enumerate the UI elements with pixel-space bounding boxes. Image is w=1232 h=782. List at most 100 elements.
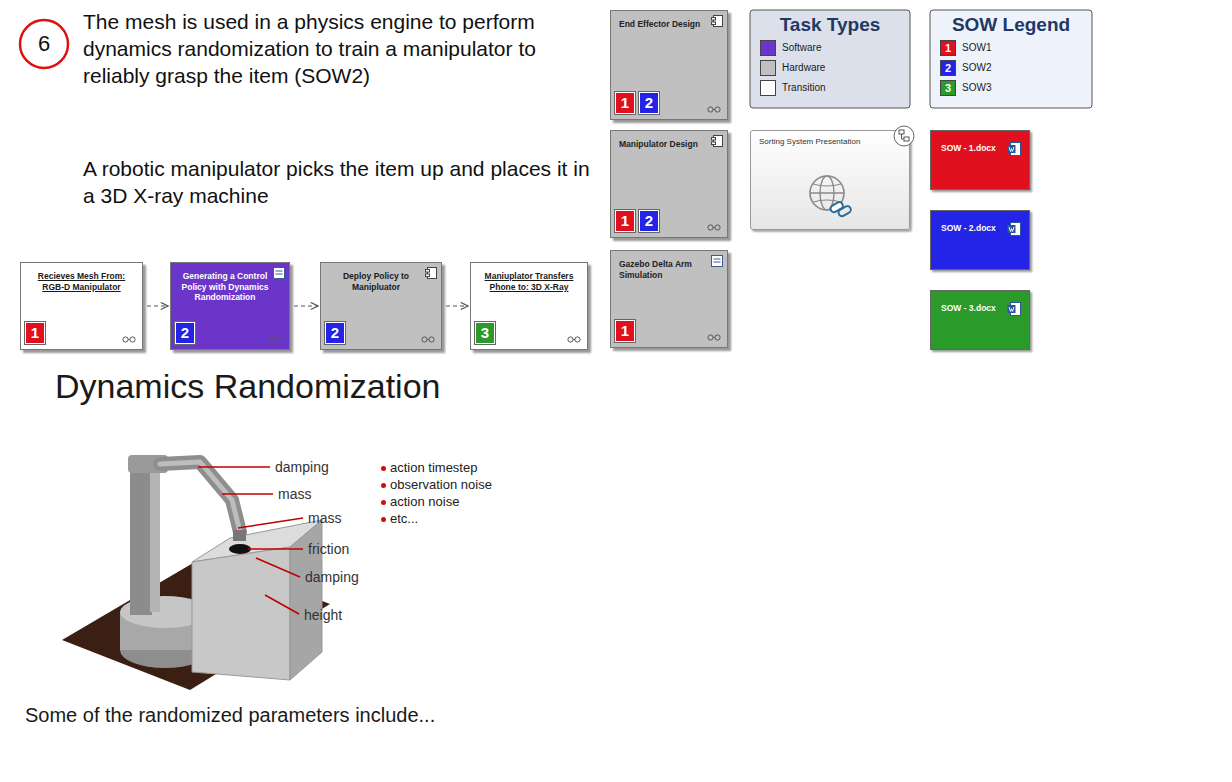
robot-illustration [62,455,330,690]
sow-badge: 2 [175,322,195,344]
icon-part [902,134,905,139]
icon-part [1009,227,1014,232]
link-glyph [707,224,721,231]
bullet-item: action noise [390,494,459,510]
word-icon [1007,222,1021,236]
bullet-dot [381,517,386,522]
parameter-label: damping [305,569,359,585]
icon-part [714,262,721,263]
icon-part [573,339,575,340]
icon-part [837,205,852,218]
icon-part [708,225,713,230]
legend-frame [750,10,910,108]
icon-part [904,137,909,141]
sow-badge: 1 [615,92,635,114]
robot-column [150,472,160,612]
legend-text: Software [782,40,821,56]
sow-badge: 2 [639,92,659,114]
legend-frame [930,10,1092,108]
parameter-label: mass [278,486,311,502]
component-icon [711,135,723,147]
document-box: SOW - 2.docx [930,210,1030,270]
note-text: The mesh is used in a physics engine to … [83,8,603,89]
transition-task: Maniuplator Transfers Phone to: 3D X-Ray… [470,262,588,350]
bullet-dot [381,500,386,505]
robot-arm [160,462,240,532]
icon-part [714,259,721,260]
robot-arm [160,462,240,532]
legend-heading: SOW Legend [930,13,1092,37]
legend-text: SOW2 [962,60,991,76]
legend-entry: Software [760,40,880,56]
link-glyph [122,336,136,343]
legend-entry: Transition [760,80,880,96]
icon-part [894,126,914,146]
leader-line [238,518,303,528]
icon-part [715,107,720,112]
task-title: End Effector Design [611,11,727,30]
legend-heading: Task Types [750,13,910,37]
icon-part [708,107,713,112]
document-icon [711,255,723,267]
icon-part [274,268,285,279]
note-text: A robotic manipulator picks the item up … [83,155,603,209]
hardware-task: Manipulator Design12 [610,130,728,238]
sow-badge: 1 [615,210,635,232]
task-title: SOW - 1.docx [931,131,1029,154]
legend-swatch [760,40,776,56]
icon-part [429,337,434,342]
icon-part [1008,225,1016,233]
component-icon [711,15,723,27]
icon-part [426,274,430,277]
hardware-task: Gazebo Delta Arm Simulation1 [610,250,728,348]
legend-text: Transition [782,80,826,96]
grasp-object [229,544,251,554]
legend-entry: SOW1 [940,40,1060,56]
sow-badge-number: 1 [940,40,956,56]
link-glyph [567,336,581,343]
hardware-task: End Effector Design 12 [610,10,728,120]
task-title: Sorting System Presentation [751,131,909,147]
icon-part [712,142,716,145]
icon-part [713,109,715,110]
sow-badge-number: 3 [940,80,956,96]
parameter-label: damping [275,459,329,475]
icon-part [276,271,283,272]
icon-part [427,339,429,340]
document-icon [273,267,285,279]
icon-part [123,337,128,342]
parameter-label: friction [308,541,349,557]
dashed-arrow [446,305,468,306]
icon-part [276,274,283,275]
leader-line [265,595,299,614]
task-title: SOW - 2.docx [931,211,1029,234]
icon-part [1009,307,1014,312]
link-glyph [707,334,721,341]
icon-part [829,201,844,214]
diagram-link-icon [893,125,915,147]
parameter-label: mass [308,510,341,526]
sow-badge: 2 [639,210,659,232]
software-task: Generating a Control Policy with Dynamic… [170,262,290,350]
legend-entry: SOW2 [940,60,1060,76]
sow-badge: 1 [25,322,45,344]
sow-badge-number: 2 [940,60,956,76]
callout-circle [20,20,68,68]
robot-column [130,470,152,615]
icon-part [715,335,720,340]
word-icon [1007,302,1021,316]
slide-heading: Dynamics Randomization [55,366,441,407]
globe-icon [803,171,857,221]
legend-text: Hardware [782,60,825,76]
bullet-item: observation noise [390,477,492,493]
leader-line [256,558,300,577]
leader-line [198,466,270,468]
transition-task: Recieves Mesh From: RGB-D Manipulator 1 [20,262,143,350]
task-title: Maniuplator Transfers Phone to: 3D X-Ray [471,263,587,292]
bullet-item: action timestep [390,460,477,476]
dashed-arrow [294,305,318,306]
hardware-task: Deploy Policy to Manipluator2 [320,262,442,350]
task-title: Recieves Mesh From: RGB-D Manipulator [21,263,142,292]
icon-part [715,225,720,230]
